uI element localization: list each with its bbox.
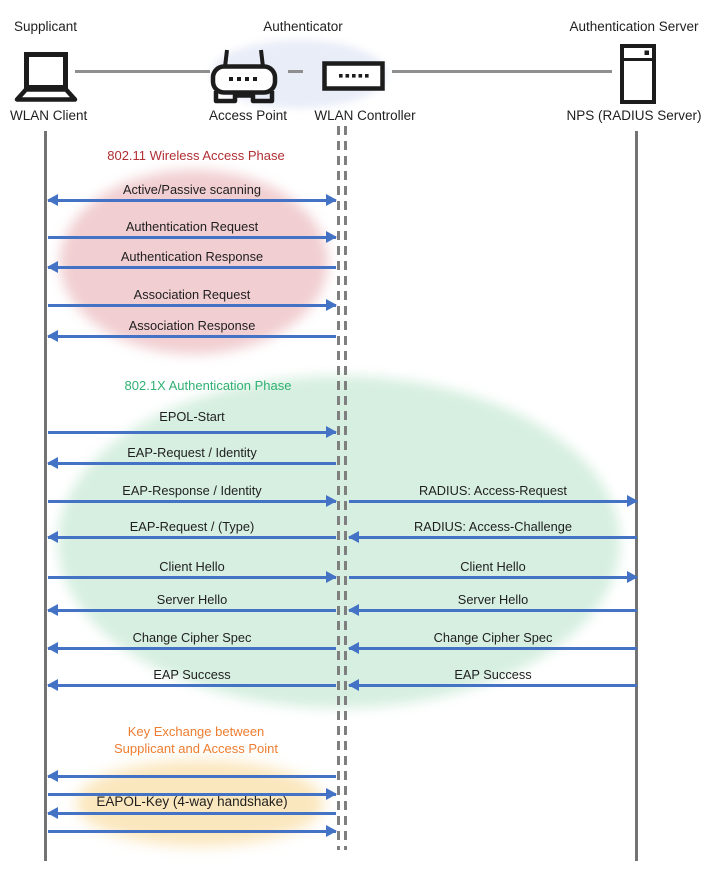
message-arrow-left: [47, 679, 336, 691]
message-row: EAP-Request / (Type): [47, 519, 336, 543]
message-arrow-left: [348, 679, 637, 691]
message-row: EAP-Request / Identity: [47, 445, 336, 469]
message-label: Server Hello: [457, 592, 529, 607]
message-arrow-right: [48, 299, 337, 311]
device-label-access-point: Access Point: [208, 108, 288, 123]
connector-line: [75, 70, 210, 73]
message-row: RADIUS: Access-Challenge: [348, 519, 637, 543]
phase1-title: 802.11 Wireless Access Phase: [107, 148, 285, 163]
message-row: EAP Success: [348, 667, 637, 691]
message-arrow-left: [47, 807, 336, 819]
message-arrow-left: [348, 604, 637, 616]
lifeline-wlan-controller-right: [344, 126, 347, 850]
device-label-wlan-client: WLAN Client: [10, 108, 88, 123]
message-row: [48, 825, 337, 837]
message-arrow-right: [349, 495, 638, 507]
message-label: EAP-Request / (Type): [129, 519, 255, 534]
connector-dash: [288, 70, 303, 73]
message-arrow-both: [47, 194, 337, 206]
role-label-supplicant: Supplicant: [14, 19, 78, 34]
message-label: Client Hello: [460, 559, 526, 574]
server-icon: [620, 44, 656, 104]
connector-line: [392, 70, 612, 73]
message-row: EAP-Response / Identity: [48, 483, 337, 507]
message-arrow-left: [47, 261, 336, 273]
role-label-authenticator: Authenticator: [263, 19, 343, 34]
message-arrow-left: [348, 642, 637, 654]
device-label-nps: NPS (RADIUS Server): [566, 108, 702, 123]
message-arrow-right: [48, 825, 337, 837]
message-row: Change Cipher Spec: [348, 630, 637, 654]
message-label: EAP-Request / Identity: [127, 445, 257, 460]
message-label: Association Request: [133, 287, 251, 302]
message-arrow-right: [48, 571, 337, 583]
message-label: EAP-Response / Identity: [122, 483, 262, 498]
message-row: Server Hello: [47, 592, 336, 616]
message-arrow-left: [47, 330, 336, 342]
message-label: Authentication Request: [125, 219, 259, 234]
message-arrow-left: [47, 457, 336, 469]
message-row: EAPOL-Key (4-way handshake): [47, 794, 336, 819]
message-arrow-left: [47, 642, 336, 654]
message-label: Server Hello: [156, 592, 228, 607]
message-arrow-left: [47, 604, 336, 616]
phase3-title-line1: Key Exchange between: [127, 724, 265, 739]
controller-box-icon: [322, 61, 385, 91]
lifeline-wlan-client: [44, 131, 47, 861]
message-row: Client Hello: [349, 559, 638, 583]
wireless-router-icon: [210, 49, 278, 104]
message-label: Change Cipher Spec: [433, 630, 553, 645]
message-label: Change Cipher Spec: [132, 630, 252, 645]
message-arrow-right: [48, 231, 337, 243]
message-row: EAP Success: [47, 667, 336, 691]
message-row: Client Hello: [48, 559, 337, 583]
message-row: RADIUS: Access-Request: [349, 483, 638, 507]
message-arrow-left: [348, 531, 637, 543]
message-row: Authentication Response: [47, 249, 336, 273]
message-row: [48, 788, 337, 800]
message-row: Association Request: [48, 287, 337, 311]
message-label: EPOL-Start: [159, 409, 225, 424]
device-label-wlan-controller: WLAN Controller: [314, 108, 416, 123]
message-row: Change Cipher Spec: [47, 630, 336, 654]
message-row: Server Hello: [348, 592, 637, 616]
message-row: Authentication Request: [48, 219, 337, 243]
message-arrow-right: [48, 426, 337, 438]
message-label: Association Response: [128, 318, 256, 333]
message-arrow-right: [48, 495, 337, 507]
message-label: RADIUS: Access-Challenge: [414, 519, 572, 534]
message-row: EPOL-Start: [48, 409, 337, 438]
message-label: Client Hello: [159, 559, 225, 574]
role-label-authentication-server: Authentication Server: [569, 19, 699, 34]
message-label: RADIUS: Access-Request: [419, 483, 567, 498]
message-label: EAPOL-Key (4-way handshake): [96, 794, 288, 809]
message-arrow-right: [349, 571, 638, 583]
message-row: [47, 770, 336, 782]
phase2-title: 802.1X Authentication Phase: [124, 378, 292, 393]
message-row: Active/Passive scanning: [47, 182, 337, 206]
message-label: EAP Success: [454, 667, 532, 682]
message-arrow-left: [47, 770, 336, 782]
phase3-title-line2: Supplicant and Access Point: [113, 741, 279, 756]
message-arrow-right: [48, 788, 337, 800]
message-label: EAP Success: [153, 667, 231, 682]
lifeline-wlan-controller-left: [337, 126, 340, 850]
message-arrow-left: [47, 531, 336, 543]
message-label: Authentication Response: [120, 249, 264, 264]
message-label: Active/Passive scanning: [123, 182, 261, 197]
laptop-icon: [14, 52, 78, 102]
message-row: Association Response: [47, 318, 336, 342]
phase3-title: Key Exchange between Supplicant and Acce…: [48, 723, 344, 757]
